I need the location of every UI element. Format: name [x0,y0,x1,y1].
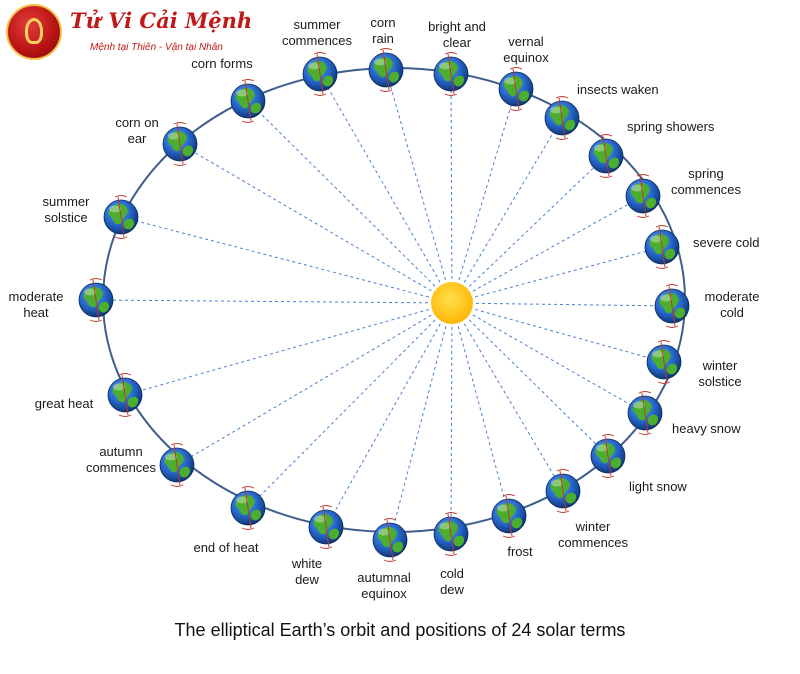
earth-icon-moderate-cold [654,284,690,328]
earth-icon-summer-solstice [103,195,139,239]
ray-cold-dew [450,302,453,535]
ray-moderate-cold [451,302,673,307]
term-label-spring-showers: spring showers [627,119,715,134]
term-label-frost: frost [507,544,533,559]
sun-rays [95,69,673,541]
ray-winter-commences [451,302,564,492]
ray-corn-on-ear [179,143,453,304]
ray-great-heat [124,302,453,396]
ray-bright-and-clear [450,73,453,304]
earth-icon-heavy-snow [627,391,663,435]
earth-positions [78,48,690,562]
ray-spring-commences [451,195,644,304]
ray-heavy-snow [451,302,646,414]
ray-vernal-equinox [451,88,517,304]
ray-corn-rain [385,69,453,304]
term-label-insects-waken: insects waken [577,82,659,97]
earth-icon-insects-waken [544,96,580,140]
term-label-light-snow: light snow [629,479,687,494]
ray-severe-cold [451,246,663,304]
earth-icon-vernal-equinox [498,67,534,111]
ray-insects-waken [451,117,563,304]
earth-icon-summer-commences [302,52,338,96]
earth-icon-corn-rain [368,48,404,92]
sun [431,282,473,324]
earth-icon-great-heat [107,373,143,417]
term-label-heavy-snow: heavy snow [672,421,741,436]
ray-summer-commences [319,73,453,304]
earth-icon-cold-dew [433,512,469,556]
earth-icon-winter-commences [545,469,581,513]
ray-white-dew [325,302,453,528]
earth-icon-moderate-heat [78,278,114,322]
term-label-corn-forms: corn forms [191,56,253,71]
logo-subtitle: Mệnh tại Thiên - Vận tại Nhân [90,42,223,53]
earth-icon-autumnal-equinox [372,518,408,562]
earth-icon-autumn-commences [159,443,195,487]
earth-icon-white-dew [308,505,344,549]
ray-moderate-heat [95,299,453,304]
logo-title: Tử Vi Cải Mệnh [70,8,253,33]
ray-autumn-commences [176,302,453,466]
ray-autumnal-equinox [389,302,453,541]
earth-icon-corn-on-ear [162,122,198,166]
earth-icon-bright-and-clear [433,52,469,96]
earth-icon-frost [491,494,527,538]
ray-winter-solstice [451,302,665,363]
ray-light-snow [451,302,609,457]
earth-icon-spring-commences [625,174,661,218]
ray-end-of-heat [247,302,453,509]
ray-frost [451,302,510,517]
earth-icon-winter-solstice [646,340,682,384]
logo-emblem-icon [6,4,62,60]
earth-icon-spring-showers [588,134,624,178]
earth-icon-corn-forms [230,79,266,123]
term-label-severe-cold: severe cold [693,235,759,250]
figure-caption: The elliptical Earth’s orbit and positio… [174,620,626,640]
site-logo[interactable]: Tử Vi Cải Mệnh Mệnh tại Thiên - Vận tại … [6,4,252,60]
term-label-end-of-heat: end of heat [193,540,258,555]
term-label-great-heat: great heat [35,396,94,411]
earth-icon-light-snow [590,434,626,478]
earth-icon-end-of-heat [230,486,266,530]
ray-summer-solstice [120,216,453,304]
earth-icon-severe-cold [644,225,680,269]
